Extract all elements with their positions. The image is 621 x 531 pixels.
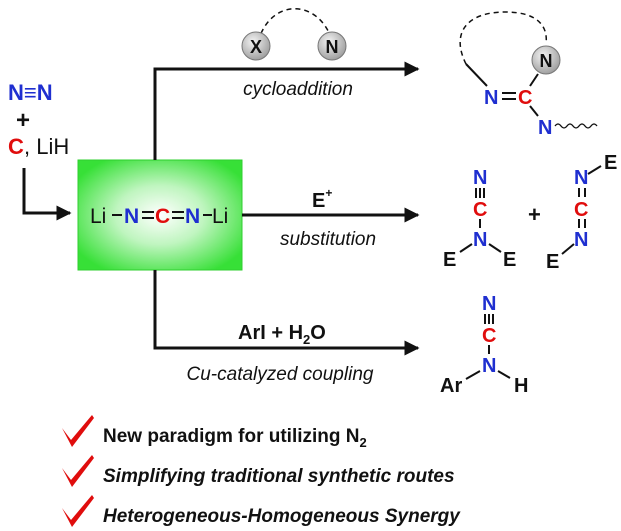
highlight-3-text: Heterogeneous-Homogeneous Synergy bbox=[103, 506, 461, 527]
highlight-3: Heterogeneous-Homogeneous Synergy bbox=[62, 495, 461, 527]
check-icon bbox=[62, 415, 94, 447]
cycloaddition-label: cycloaddition bbox=[243, 79, 353, 100]
lithium-carbodiimide-box bbox=[77, 159, 243, 271]
dinitrogen-label: N≡N bbox=[8, 80, 53, 105]
start-plus: + bbox=[16, 107, 30, 134]
carbon-label: C bbox=[8, 134, 24, 159]
n-ball bbox=[317, 31, 347, 61]
products-plus: + bbox=[528, 202, 541, 227]
arcn-n-h bbox=[497, 370, 511, 379]
x-ball bbox=[241, 31, 271, 61]
coupling-label: Cu-catalyzed coupling bbox=[187, 364, 374, 385]
disubstituted-cyanamide: N C N E E bbox=[443, 167, 516, 271]
substitution-label: substitution bbox=[280, 229, 376, 250]
check-icon bbox=[62, 455, 94, 487]
cdi-c: C bbox=[574, 199, 588, 221]
arcn-h: H bbox=[514, 375, 528, 397]
cdi-ne-bot bbox=[561, 243, 575, 255]
c-center: C bbox=[155, 205, 170, 228]
entry-arrow bbox=[22, 168, 72, 221]
ring-c: C bbox=[518, 87, 532, 109]
cyclic-amidine-product: N C N N bbox=[459, 11, 598, 139]
cyan-a-e-left: E bbox=[443, 249, 456, 271]
ring-bond-c-nball bbox=[529, 73, 539, 87]
exo-n: N bbox=[538, 117, 552, 139]
arcn-c: C bbox=[482, 325, 496, 347]
x-n-tether bbox=[257, 8, 333, 43]
n-left: N bbox=[124, 205, 139, 228]
cycloaddition-arrow bbox=[153, 61, 420, 160]
check-icon bbox=[62, 495, 94, 527]
ring-bond-1 bbox=[465, 63, 488, 87]
substitution-reagent: E+ bbox=[312, 186, 332, 212]
coupling-reagent: ArI + H2O bbox=[238, 322, 326, 347]
highlight-1: New paradigm for utilizing N2 bbox=[62, 415, 367, 450]
highlight-2: Simplifying traditional synthetic routes bbox=[62, 455, 455, 487]
x-ball-label: X bbox=[250, 37, 262, 57]
cdi-n-bot: N bbox=[574, 229, 588, 251]
li-right: Li bbox=[212, 205, 228, 228]
cyan-a-n-top: N bbox=[473, 167, 487, 189]
aryl-cyanamide: N C N Ar H bbox=[440, 293, 528, 397]
ring-n-ball bbox=[531, 45, 561, 75]
ring-n-ball-label: N bbox=[540, 51, 553, 71]
li-left: Li bbox=[90, 205, 106, 228]
n-right: N bbox=[185, 205, 200, 228]
cdi-e-top: E bbox=[604, 152, 617, 174]
ring-n: N bbox=[484, 87, 498, 109]
cdi-ne-top bbox=[587, 165, 602, 175]
arcn-n-ar bbox=[465, 370, 481, 380]
cyan-a-n: N bbox=[473, 229, 487, 251]
highlight-2-text: Simplifying traditional synthetic routes bbox=[103, 466, 455, 487]
cdi-n-top: N bbox=[574, 167, 588, 189]
cdi-e-bot: E bbox=[546, 251, 559, 273]
cyan-a-c: C bbox=[473, 199, 487, 221]
cyan-a-ne1 bbox=[459, 243, 473, 253]
arcn-n: N bbox=[482, 355, 496, 377]
ring-bond-c-nexo bbox=[529, 105, 539, 117]
highlight-1-text: New paradigm for utilizing N2 bbox=[103, 426, 367, 450]
ring-tether bbox=[459, 11, 548, 65]
arcn-ar: Ar bbox=[440, 375, 462, 397]
n-ball-label: N bbox=[326, 37, 339, 57]
wavy-bond bbox=[554, 123, 598, 129]
arcn-n-top: N bbox=[482, 293, 496, 315]
cyan-a-ne2 bbox=[488, 243, 502, 253]
lih-label: , LiH bbox=[24, 134, 69, 159]
disubstituted-carbodiimide: E N C N E bbox=[546, 152, 617, 273]
cyan-a-e-right: E bbox=[503, 249, 516, 271]
lithium-carbodiimide-formula: Li N C N Li bbox=[90, 205, 228, 228]
coupling-arrow bbox=[153, 270, 420, 356]
